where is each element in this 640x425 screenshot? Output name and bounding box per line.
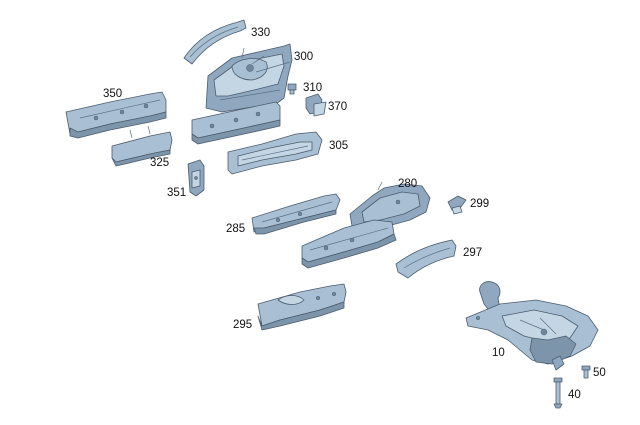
part-300-lower-member[interactable] <box>191 101 281 145</box>
part-305-front-longitudinal[interactable] <box>227 131 323 175</box>
part-295-lower-member[interactable] <box>257 283 347 331</box>
callout-310[interactable]: 310 <box>303 82 322 94</box>
callout-330[interactable]: 330 <box>251 27 270 39</box>
part-370-bracket[interactable] <box>305 93 327 117</box>
part-300-wheelhouse[interactable] <box>205 43 293 113</box>
part-40-long-bolt[interactable] <box>553 377 563 409</box>
callout-10[interactable]: 10 <box>492 347 505 359</box>
part-285-side-rail[interactable] <box>251 193 341 235</box>
callout-370[interactable]: 370 <box>328 101 347 113</box>
part-299-clip[interactable] <box>447 195 467 215</box>
callout-40[interactable]: 40 <box>568 389 581 401</box>
callout-labels: 330 300 310 370 350 325 305 351 280 299 … <box>103 27 606 401</box>
leader-lines <box>251 55 291 73</box>
callout-295[interactable]: 295 <box>233 319 252 331</box>
callout-300[interactable]: 300 <box>294 51 313 63</box>
callout-350[interactable]: 350 <box>103 88 122 100</box>
callout-285[interactable]: 285 <box>226 223 245 235</box>
callout-305[interactable]: 305 <box>329 140 348 152</box>
callout-50[interactable]: 50 <box>593 367 606 379</box>
part-50-bolt[interactable] <box>581 365 591 379</box>
callout-297[interactable]: 297 <box>463 247 482 259</box>
part-330-arch-rail[interactable] <box>183 19 247 65</box>
part-297-wheel-arch[interactable] <box>395 239 457 279</box>
callout-351[interactable]: 351 <box>167 187 186 199</box>
callout-325[interactable]: 325 <box>150 157 169 169</box>
callout-280[interactable]: 280 <box>398 178 417 190</box>
part-280-frame-assembly[interactable] <box>301 181 431 269</box>
part-325-inner-rail[interactable] <box>111 125 173 167</box>
part-10-front-module[interactable] <box>465 281 599 371</box>
part-310-bolt[interactable] <box>287 83 297 95</box>
callout-299[interactable]: 299 <box>470 198 489 210</box>
part-351-bracket[interactable] <box>187 159 205 197</box>
part-350-side-rail[interactable] <box>65 91 167 139</box>
